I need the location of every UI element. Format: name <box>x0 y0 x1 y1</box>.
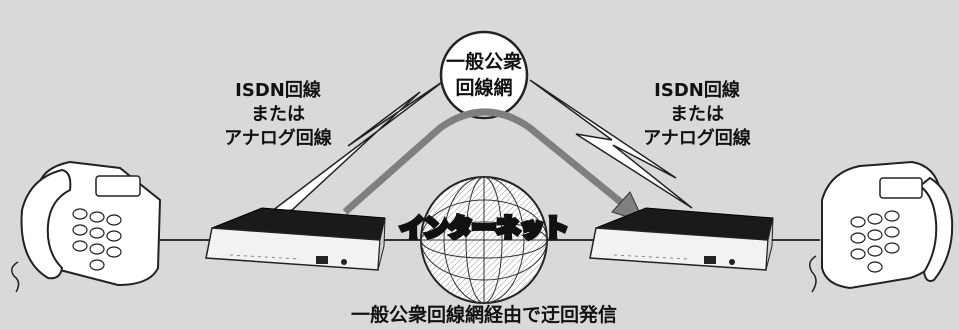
left-line-label-3: アナログ回線 <box>224 127 332 149</box>
left-router <box>205 207 386 271</box>
right-line-label-3: アナログ回線 <box>643 127 751 149</box>
cloud-label-line-2: 回線網 <box>455 76 512 99</box>
internet-globe-icon <box>420 176 548 304</box>
right-line-label-2: または <box>670 104 724 125</box>
caption: 一般公衆回線網経由で迂回発信 <box>351 303 617 326</box>
right-telephone-icon <box>809 160 954 293</box>
right-router <box>589 207 774 271</box>
right-line-lightning-icon <box>529 79 693 209</box>
left-line-label: ISDN回線 または アナログ回線 <box>224 79 332 149</box>
right-line-label-1: ISDN回線 <box>654 79 740 101</box>
left-line-label-2: または <box>251 104 305 125</box>
public-network-circle: 一般公衆 回線網 <box>439 30 529 120</box>
internet-label: インターネット <box>400 214 568 242</box>
left-telephone-icon <box>11 160 162 293</box>
cloud-label-line-1: 一般公衆 <box>446 50 522 73</box>
left-line-label-1: ISDN回線 <box>235 79 321 101</box>
right-line-label: ISDN回線 または アナログ回線 <box>643 79 751 149</box>
